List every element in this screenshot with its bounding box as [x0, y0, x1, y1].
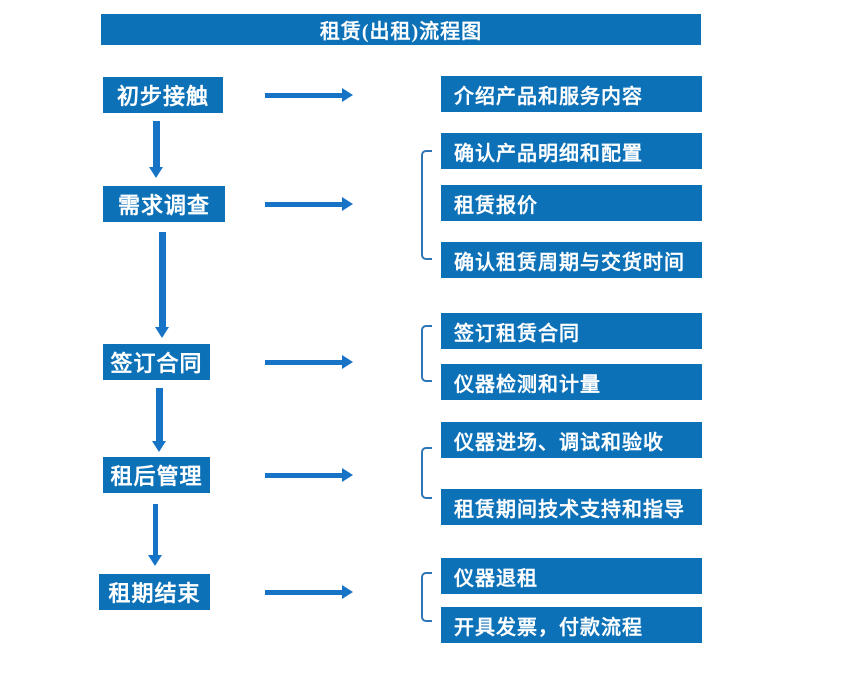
detail-box-sign-rental-contract: 签订租赁合同 — [441, 313, 702, 349]
detail-box-instrument-return: 仪器退租 — [441, 558, 702, 594]
right-arrow-2 — [265, 197, 353, 211]
detail-box-invoice-payment: 开具发票，付款流程 — [441, 607, 702, 643]
stage-box-contract-signing: 签订合同 — [103, 344, 210, 380]
detail-box-rental-quote: 租赁报价 — [441, 185, 702, 221]
stage-box-initial-contact: 初步接触 — [103, 77, 223, 113]
group-bracket-rental-end — [421, 572, 432, 622]
flowchart-title: 租赁(出租)流程图 — [319, 21, 483, 43]
stage-box-demand-survey: 需求调查 — [103, 186, 225, 222]
right-arrow-3 — [265, 355, 353, 369]
right-arrow-5 — [265, 585, 353, 599]
group-bracket-contract-signing — [421, 325, 432, 382]
detail-box-introduce-products: 介绍产品和服务内容 — [441, 76, 702, 112]
down-arrow-3 — [152, 388, 167, 452]
detail-box-confirm-rental-period: 确认租赁周期与交货时间 — [441, 242, 702, 278]
group-bracket-post-rental — [421, 447, 432, 499]
down-arrow-1 — [149, 121, 164, 178]
down-arrow-4 — [148, 504, 162, 566]
stage-box-post-rental-management: 租后管理 — [103, 457, 210, 493]
down-arrow-2 — [155, 232, 170, 338]
right-arrow-1 — [265, 88, 353, 102]
detail-box-confirm-product-details: 确认产品明细和配置 — [441, 133, 702, 169]
flowchart-title-bar: 租赁(出租)流程图 — [101, 14, 701, 45]
detail-box-instrument-setup: 仪器进场、调试和验收 — [441, 422, 702, 458]
group-bracket-demand-survey — [421, 150, 432, 260]
right-arrow-4 — [265, 468, 353, 482]
stage-box-rental-period-end: 租期结束 — [99, 574, 210, 610]
detail-box-technical-support: 租赁期间技术支持和指导 — [441, 489, 702, 525]
detail-box-instrument-testing: 仪器检测和计量 — [441, 364, 702, 400]
